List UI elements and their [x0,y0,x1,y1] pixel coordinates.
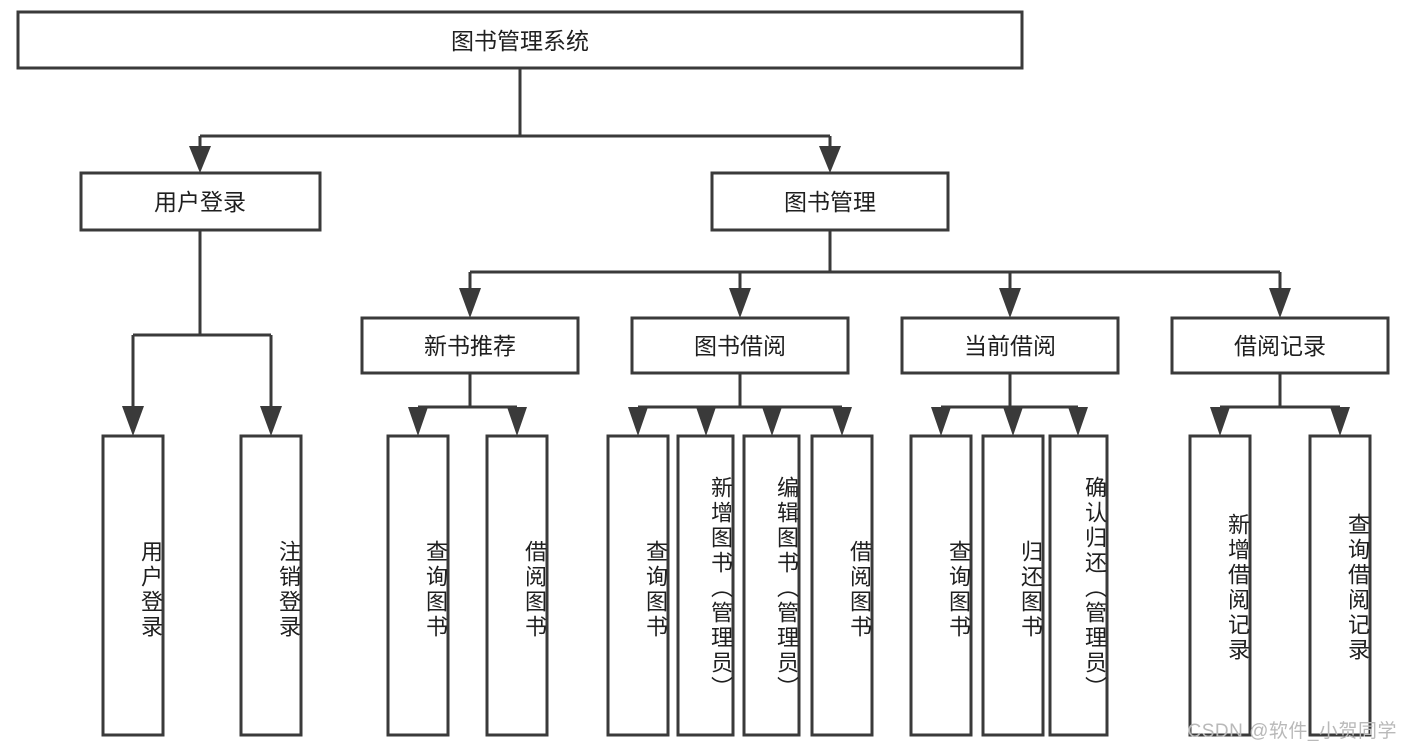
arrow-to-leaf-logout [260,406,282,436]
node-book-management[interactable]: 图书管理 [710,171,950,232]
arrow-to-leaf-borrow-book [832,407,852,436]
arrow-to-leaf-add-borrow-record [1210,407,1230,436]
node-root[interactable]: 图书管理系统 [16,10,1024,70]
connector-group-book-borrow [628,373,852,436]
node-current-borrow[interactable]: 当前借阅 [900,316,1120,375]
arrow-to-leaf-confirm-return-admin [1068,407,1088,436]
leaf-box-borrow-book-recommend[interactable] [485,434,549,737]
arrow-to-current-borrow [999,288,1021,318]
node-book-borrow-box[interactable] [630,316,850,375]
arrow-to-new-book-recommend [459,288,481,318]
node-current-borrow-box[interactable] [900,316,1120,375]
arrow-to-leaf-user-login [122,406,144,436]
connector-group-borrow-record [1210,373,1350,436]
leaf-box-query-borrow-record[interactable] [1308,434,1372,737]
node-book-management-box[interactable] [710,171,950,232]
arrow-root-to-user-login [189,146,211,173]
connector-group-book-management [459,230,1291,318]
node-book-management-label: 图书管理 [784,189,876,215]
leaf-box-borrow-book[interactable] [810,434,874,737]
node-borrow-record[interactable]: 借阅记录 [1170,316,1390,375]
leaf-boxes-group [101,434,1372,737]
connector-group-new-book-recommend [408,373,527,436]
node-borrow-record-box[interactable] [1170,316,1390,375]
node-borrow-record-label: 借阅记录 [1234,333,1326,359]
leaf-box-edit-book-admin[interactable] [742,434,801,737]
node-book-borrow-label: 图书借阅 [694,333,786,359]
connector-group-current-borrow [931,373,1088,436]
arrow-to-leaf-edit-book-admin [762,407,782,436]
arrow-to-borrow-record [1269,288,1291,318]
arrow-to-leaf-query-book-borrow [628,407,648,436]
leaf-box-query-book-recommend[interactable] [386,434,450,737]
arrow-to-leaf-return-book [1003,407,1023,436]
leaf-box-add-book-admin[interactable] [676,434,735,737]
arrow-to-leaf-borrow-book-recommend [507,407,527,436]
leaf-box-confirm-return-admin[interactable] [1048,434,1109,737]
node-user-login-box[interactable] [79,171,322,232]
leaf-box-logout[interactable] [239,434,303,737]
arrow-to-leaf-query-borrow-record [1330,407,1350,436]
arrow-to-leaf-query-book-recommend [408,407,428,436]
node-user-login-label: 用户登录 [154,189,246,215]
leaf-box-user-login[interactable] [101,434,165,737]
leaf-box-query-book-current[interactable] [909,434,973,737]
leaf-box-query-book-borrow[interactable] [606,434,670,737]
node-root-label: 图书管理系统 [451,28,589,54]
node-book-borrow[interactable]: 图书借阅 [630,316,850,375]
node-current-borrow-label: 当前借阅 [964,333,1056,359]
node-new-book-recommend-label: 新书推荐 [424,333,516,359]
arrow-to-book-borrow [729,288,751,318]
arrow-root-to-book-management [819,146,841,173]
arrow-to-leaf-query-book-current [931,407,951,436]
node-user-login[interactable]: 用户登录 [79,171,322,232]
node-root-box[interactable] [16,10,1024,70]
leaf-box-return-book[interactable] [981,434,1045,737]
node-new-book-recommend-box[interactable] [360,316,580,375]
leaf-box-add-borrow-record[interactable] [1188,434,1252,737]
arrow-to-leaf-add-book-admin [696,407,716,436]
connector-group-user-login [122,230,282,436]
csdn-watermark: CSDN @软件_小贺同学 [1187,721,1397,742]
node-new-book-recommend[interactable]: 新书推荐 [360,316,580,375]
connector-group-root [189,68,841,173]
